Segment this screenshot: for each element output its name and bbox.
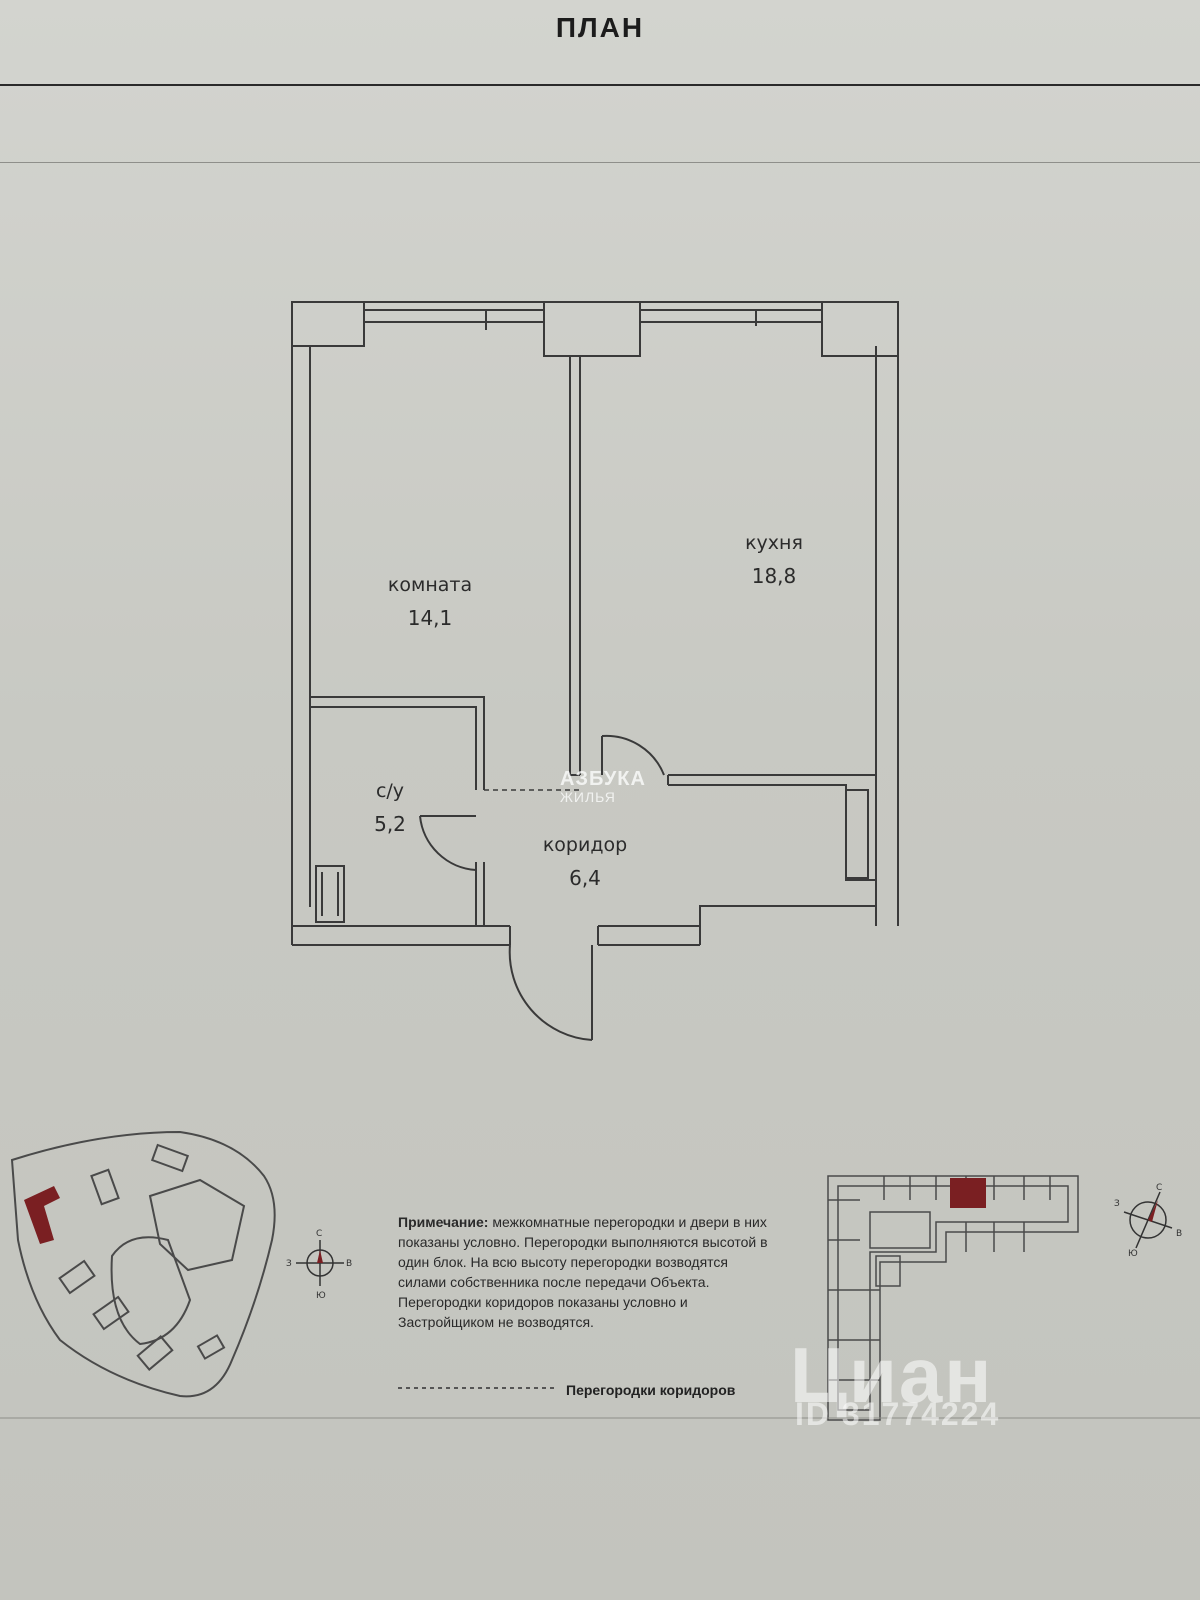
header-subrule — [0, 162, 1200, 163]
plan-note-heading: Примечание: — [398, 1214, 489, 1230]
room-kitchen-label: кухня — [745, 532, 803, 554]
facade-columns — [291, 301, 899, 357]
header-rule — [0, 84, 1200, 86]
agency-watermark-name: АЗБУКА — [560, 768, 646, 790]
compass-small-east: В — [346, 1259, 352, 1269]
agency-watermark: АЗБУКА ЖИЛЬЯ — [560, 768, 646, 806]
compass-small-north: С — [316, 1229, 322, 1239]
legend-corridor-partitions: Перегородки коридоров — [566, 1382, 736, 1398]
room-corridor-label: коридор — [542, 834, 628, 856]
floor-key-plan-highlight-apartment — [950, 1178, 986, 1208]
room-living-area: 14,1 — [407, 606, 453, 630]
site-plan — [10, 1130, 276, 1398]
site-plan-highlight-building — [24, 1186, 60, 1244]
doors — [419, 734, 665, 1041]
interior-partitions — [310, 356, 876, 926]
room-living-label: комната — [387, 574, 473, 596]
room-corridor-area: 6,4 — [569, 866, 601, 890]
plan-note-text: межкомнатные перегородки и двери в них п… — [398, 1214, 768, 1330]
site-watermark: Циан — [790, 1331, 994, 1419]
agency-watermark-sub: ЖИЛЬЯ — [560, 789, 616, 805]
compass-large-east: В — [1176, 1229, 1182, 1239]
compass-large-north: С — [1156, 1183, 1162, 1193]
room-bathroom-label: с/у — [375, 780, 405, 802]
compass-small-west: З — [286, 1259, 292, 1269]
listing-id-watermark: ID 31774224 — [795, 1396, 1001, 1432]
compass-large-west: З — [1114, 1199, 1120, 1209]
room-bathroom-area: 5,2 — [374, 812, 406, 836]
compass-large-south: Ю — [1128, 1249, 1138, 1259]
compass-small-south: Ю — [316, 1291, 326, 1301]
page-title: ПЛАН — [555, 12, 645, 43]
plan-note: Примечание: межкомнатные перегородки и д… — [398, 1212, 778, 1332]
room-kitchen-area: 18,8 — [751, 564, 797, 588]
